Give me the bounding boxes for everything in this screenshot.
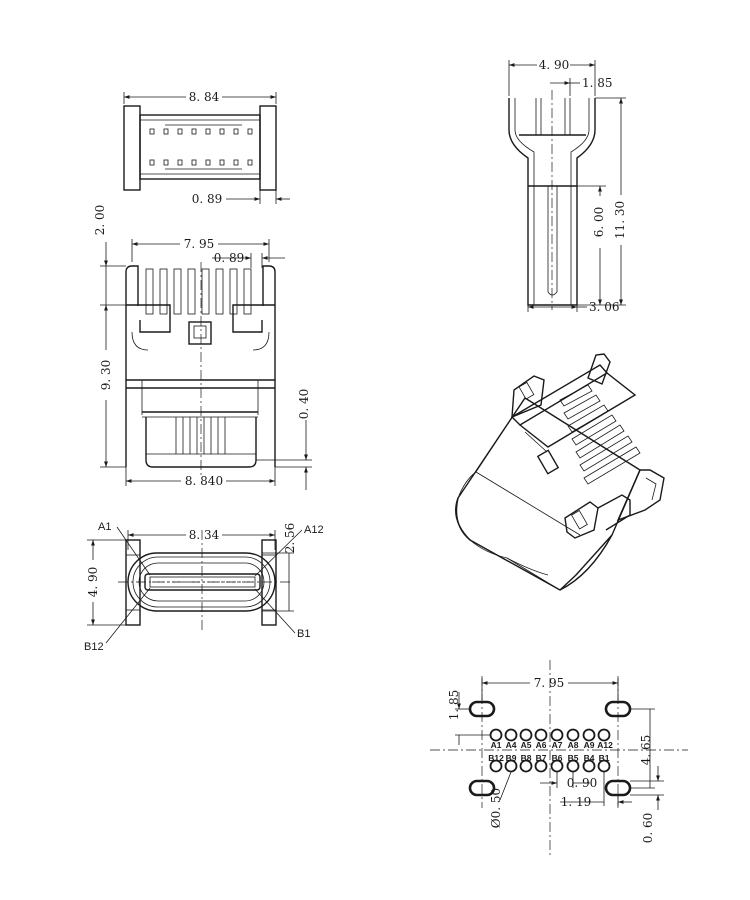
label-pin-b1: B1 (297, 628, 310, 640)
isometric-view-pins (559, 384, 641, 485)
isometric-view (455, 353, 665, 591)
front-view: 7. 95 0. 89 2. 00 9. 30 0. 40 8. 840 (93, 205, 312, 490)
dim-front-pin-span: 7. 95 (184, 237, 215, 251)
label-pin-a12: A12 (304, 524, 324, 536)
svg-text:A6: A6 (536, 740, 547, 750)
front-view-signal-pins (145, 268, 252, 315)
svg-text:A7: A7 (552, 740, 563, 750)
dim-mating-shell-width: 8. 34 (189, 528, 220, 542)
dim-side-tail-offset: 1. 85 (582, 76, 613, 90)
dim-pcb-pitch: 0. 90 (567, 776, 598, 790)
side-view: 4. 90 1. 85 6. 00 11. 30 3. 06 (508, 58, 627, 314)
svg-text:B7: B7 (536, 753, 547, 763)
svg-text:A9: A9 (584, 740, 595, 750)
dim-side-thickness: 3. 06 (589, 300, 620, 314)
svg-text:A4: A4 (506, 740, 517, 750)
svg-text:B8: B8 (521, 753, 532, 763)
dim-mating-opening: 2. 56 (283, 523, 297, 554)
dim-top-width: 8. 84 (189, 90, 220, 104)
svg-text:B1: B1 (599, 753, 610, 763)
svg-text:A12: A12 (597, 740, 613, 750)
dim-front-width: 8. 840 (185, 474, 223, 488)
svg-text:B4: B4 (584, 753, 595, 763)
dim-pcb-hole-dia: Ø0. 50 (489, 788, 503, 828)
dim-front-body-height: 9. 30 (99, 360, 113, 391)
mating-face-view: 8. 34 4. 90 2. 56 A1 A12 B12 B1 (84, 521, 324, 653)
dim-side-width: 4. 90 (539, 58, 570, 72)
dim-pcb-slot-offset: 1. 85 (447, 690, 461, 721)
dim-pcb-slot-span: 7. 95 (534, 676, 565, 690)
pcb-row-b-labels: B12 B9 B8 B7 B6 B5 B4 B1 (488, 753, 609, 763)
svg-text:B6: B6 (552, 753, 563, 763)
svg-text:B9: B9 (506, 753, 517, 763)
label-pin-a1: A1 (98, 521, 111, 533)
svg-text:B5: B5 (568, 753, 579, 763)
top-view-pin-row-lower (149, 159, 253, 166)
dim-pcb-slot-width: 0. 60 (641, 813, 655, 844)
dim-mating-height: 4. 90 (86, 567, 100, 598)
svg-text:A8: A8 (568, 740, 579, 750)
dim-front-tail-height: 2. 00 (93, 205, 107, 236)
dim-pcb-offset: 1. 19 (561, 795, 592, 809)
svg-text:A1: A1 (491, 740, 502, 750)
pcb-row-a-labels: A1 A4 A5 A6 A7 A8 A9 A12 (491, 740, 614, 750)
svg-text:A5: A5 (521, 740, 532, 750)
label-pin-b12: B12 (84, 641, 104, 653)
pcb-layout: A1 A4 A5 A6 A7 A8 A9 A12 B12 B9 B8 B7 B6… (430, 660, 688, 855)
svg-text:B12: B12 (488, 753, 504, 763)
dim-top-pitch: 0. 89 (192, 192, 223, 206)
dim-side-overall-length: 11. 30 (613, 201, 627, 239)
dim-side-body-length: 6. 00 (592, 207, 606, 238)
dim-front-pitch: 0. 89 (214, 251, 245, 265)
top-view: 8. 84 0. 89 (123, 90, 290, 206)
dim-pcb-row-spacing: 4. 65 (639, 735, 653, 766)
dim-front-standoff: 0. 40 (297, 389, 311, 420)
top-view-pin-row-upper (149, 128, 253, 135)
